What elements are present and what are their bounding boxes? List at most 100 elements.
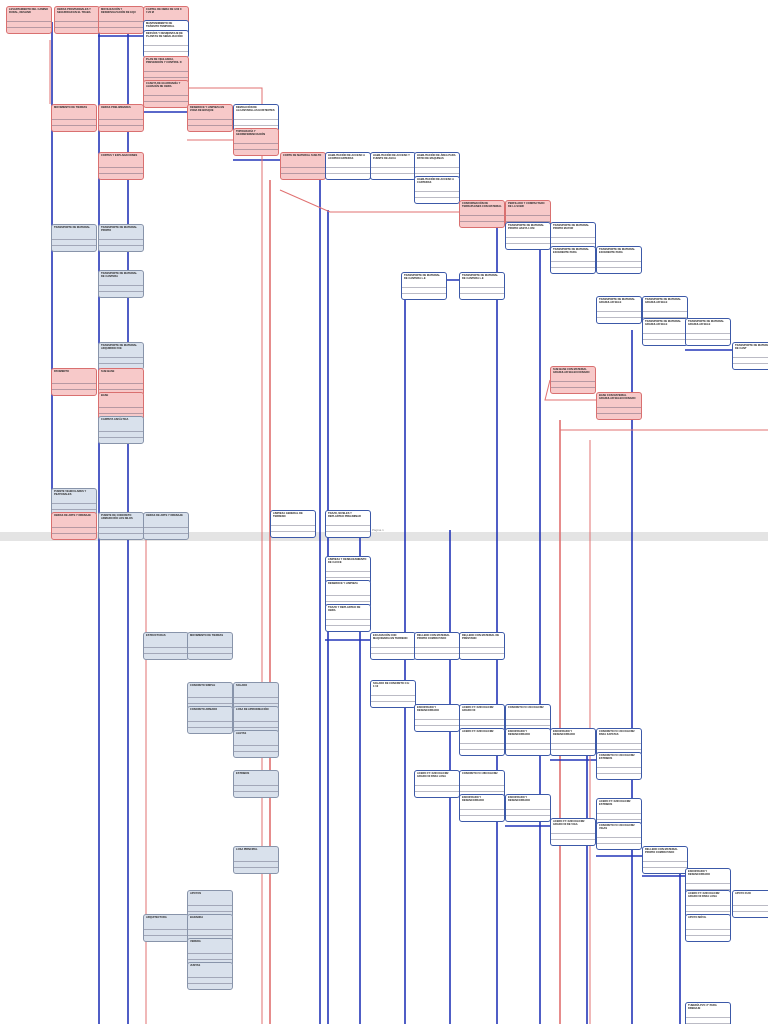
task-node[interactable]: LOSA DE APROXIMACIÓN	[233, 706, 279, 734]
task-node[interactable]: APOYOS	[187, 890, 233, 918]
task-title: TRANSPORTE DE MATERIAL GRANULAR SELE	[688, 320, 725, 327]
task-node[interactable]: SUB BASE CON MATERIAL GRANULAR SELECCION…	[550, 366, 596, 394]
task-node[interactable]: ACERO FY=4200 KG/CM2 GRADO 60 DE VIGA	[550, 818, 596, 846]
task-node[interactable]: TUBERÍA PVC 3" PARA DRENAJE	[685, 1002, 731, 1024]
task-node[interactable]: OBRAS DE ARTE Y DRENAJE	[51, 512, 97, 540]
task-detail-line	[686, 935, 730, 941]
task-node[interactable]: MOVILIZACIÓN Y DESMOVILIZACIÓN DE EQU	[98, 6, 144, 34]
task-node[interactable]: CONFORMACIÓN DE TERRAPLENES CON MATERIAL	[459, 200, 505, 228]
task-title: VEREDA	[190, 940, 201, 943]
task-node[interactable]: EXCAVACIÓN CON MAQUINARIA EN TERRENO	[370, 632, 416, 660]
task-node[interactable]: HABILITACIÓN DE ACCESO Y FUENTE DE AGUA	[370, 152, 416, 180]
task-node[interactable]: ENCOFRADO Y DESENCOFRADO	[414, 704, 460, 732]
task-node[interactable]: BARANDA	[187, 914, 233, 942]
task-node[interactable]: PAVIMENTO	[51, 368, 97, 396]
task-node[interactable]: DESBROCE Y LIMPIEZA	[325, 580, 371, 608]
task-detail-line	[415, 719, 459, 725]
task-node[interactable]: APOYO FIJO	[732, 890, 768, 918]
task-node[interactable]: TRANSPORTE DE MATERIAL DE CANTERA	[98, 270, 144, 298]
task-title: ALETAS	[236, 732, 247, 735]
task-detail-line	[415, 197, 459, 203]
task-node[interactable]: ENCOFRADO Y DESENCOFRADO	[505, 728, 551, 756]
task-detail-line	[415, 191, 459, 197]
task-detail-line	[460, 725, 504, 731]
task-node[interactable]: HABILITACIÓN DE ACCESO A CANTERAS	[414, 176, 460, 204]
task-node[interactable]: RELLENO CON MATERIAL DE PRÉSTAMO	[459, 632, 505, 660]
task-node[interactable]: ACERO FY=4200 KG/CM2	[459, 728, 505, 756]
task-detail-line	[234, 751, 278, 757]
task-node[interactable]: CONCRETO FC=280 KG/CM2	[459, 770, 505, 798]
task-node[interactable]: JUNTAS	[187, 962, 233, 990]
task-node[interactable]: OBRAS PRELIMINARES	[98, 104, 144, 132]
task-detail-line	[144, 77, 188, 83]
task-node[interactable]: TRANSPORTE DE MATERIAL EXCEDENTE PARA	[550, 246, 596, 274]
task-node[interactable]: MOVIMIENTO DE TIERRAS	[51, 104, 97, 132]
task-detail-line	[686, 333, 730, 339]
task-node[interactable]: LOSA PRINCIPAL	[233, 846, 279, 874]
task-node[interactable]: CONCRETO ARMADO	[187, 706, 233, 734]
task-node[interactable]: CORTES Y EXPLANACIONES	[98, 152, 144, 180]
task-node[interactable]: LIMPIEZA GENERAL DE TERRENO	[270, 510, 316, 538]
task-detail-line	[460, 749, 504, 755]
task-node[interactable]: TRANSPORTE DE MATERIAL DE CANT	[732, 342, 768, 370]
task-detail-line	[415, 791, 459, 797]
task-node[interactable]: ACERO FY=4200 KG/CM2 ESTRIBOS	[596, 798, 642, 826]
task-node[interactable]: TRANSPORTE DE MATERIAL GRANULAR SELE	[596, 296, 642, 324]
task-detail-line	[144, 653, 188, 659]
task-node[interactable]: DESVÍOS Y DESMONTAJE DE PLANTAS DE SEÑAL…	[143, 30, 189, 58]
task-node[interactable]: CORTE DE MATERIAL SUELTO	[280, 152, 326, 180]
task-node[interactable]: TRANSPORTE DE MATERIAL PROPIO	[98, 224, 144, 252]
task-node[interactable]: TRAZO, NIVELES Y REPLANTEO PRELIMINAR	[325, 510, 371, 538]
page-break	[0, 532, 768, 541]
task-node[interactable]: BASE	[98, 392, 144, 420]
task-node[interactable]: RELLENO CON MATERIAL PROPIO COMPACTADO	[642, 846, 688, 874]
task-node[interactable]: CASETA DE GUARDIANÍA Y ALMACÉN DE OBRA	[143, 80, 189, 108]
task-node[interactable]: TRANSPORTE DE MATERIAL GRANULAR SELE	[642, 318, 688, 346]
task-node[interactable]: ENCOFRADO Y DESENCOFRADO	[505, 794, 551, 822]
task-node[interactable]: TRANSPORTE DE MATERIAL ADQUIRIDO FUE	[98, 342, 144, 370]
task-node[interactable]: LEVANTAMIENTO DEL CAMINO RURAL, DESLIND	[6, 6, 52, 34]
task-node[interactable]: ALETAS	[233, 730, 279, 758]
task-node[interactable]: TRANSPORTE DE MATERIAL DE CANTERA L.E	[401, 272, 447, 300]
task-node[interactable]: HABILITACIÓN DE ÁREA PARA PATIO DE MAQUI…	[414, 152, 460, 180]
task-title: APOYO MÓVIL	[688, 916, 707, 919]
task-node[interactable]: SOLADO DE CONCRETO C:H 1:10	[370, 680, 416, 708]
task-node[interactable]: TRANSPORTE DE MATERIAL	[51, 224, 97, 252]
task-title: APOYO FIJO	[735, 892, 751, 895]
task-node[interactable]: PUENTE DE CONCRETO ARMADO RÍO LOS NILOS	[98, 512, 144, 540]
task-node[interactable]: ESTRUCTURAS	[143, 632, 189, 660]
task-detail-line	[415, 653, 459, 659]
task-detail-line	[597, 843, 641, 849]
task-node[interactable]: CONCRETO FC=210 KG/CM2 VIGAS	[596, 822, 642, 850]
task-node[interactable]: MOVIMIENTO DE TIERRAS	[187, 632, 233, 660]
task-node[interactable]: OBRAS PROVISIONALES Y SEGURIDAD EN EL TR…	[54, 6, 100, 34]
task-detail-line	[234, 125, 278, 131]
task-node[interactable]: VEREDA	[187, 938, 233, 966]
task-title: TRAZO, NIVELES Y REPLANTEO PRELIMINAR	[328, 512, 361, 519]
task-node[interactable]: ESTRIBOS	[233, 770, 279, 798]
task-detail-line	[99, 389, 143, 395]
task-node[interactable]: RELLENO CON MATERIAL PROPIO COMPACTADO	[414, 632, 460, 660]
task-node[interactable]: DESBROCE Y LIMPIEZA EN ZONA DE BOSQUE	[187, 104, 233, 132]
task-node[interactable]: APOYO MÓVIL	[685, 914, 731, 942]
task-node[interactable]: CONCRETO SIMPLE	[187, 682, 233, 710]
task-node[interactable]: TRANSPORTE DE MATERIAL EXCEDENTE PARA	[596, 246, 642, 274]
task-title: TUBERÍA PVC 3" PARA DRENAJE	[688, 1004, 717, 1011]
task-detail-line	[371, 647, 415, 653]
task-node[interactable]: ACERO FY=4200 KG/CM2 GRADO 60 PARA LOSA	[414, 770, 460, 798]
task-node[interactable]: HABILITACIÓN DE ACCESO A ACOPIO/CANTERAS	[325, 152, 371, 180]
task-node[interactable]: TRAZO Y REPLANTEO DE OBRA	[325, 604, 371, 632]
task-node[interactable]: CONCRETO FC=210 KG/CM2 ESTRIBOS	[596, 752, 642, 780]
task-node[interactable]: TRANSPORTE DE MATERIAL PROPIO HASTA 1 KM	[505, 222, 551, 250]
task-node[interactable]: TRANSPORTE DE MATERIAL GRANULAR SELE	[685, 318, 731, 346]
task-node[interactable]: BASE CON MATERIAL GRANULAR SELECCIONADO	[596, 392, 642, 420]
task-node[interactable]: ARQUITECTURA	[143, 914, 189, 942]
task-detail-line	[326, 601, 370, 607]
task-node[interactable]: TRANSPORTE DE MATERIAL DE CANTERA L.E	[459, 272, 505, 300]
task-node[interactable]: SOLADO	[233, 682, 279, 710]
task-node[interactable]: ENCOFRADO Y DESENCOFRADO	[550, 728, 596, 756]
task-node[interactable]: CARPETA ASFÁLTICA	[98, 416, 144, 444]
task-node[interactable]: TOPOGRAFÍA Y GEOREFERENCIACIÓN	[233, 128, 279, 156]
task-node[interactable]: OBRAS DE ARTE Y DRENAJE	[143, 512, 189, 540]
task-node[interactable]: ENCOFRADO Y DESENCOFRADO	[459, 794, 505, 822]
